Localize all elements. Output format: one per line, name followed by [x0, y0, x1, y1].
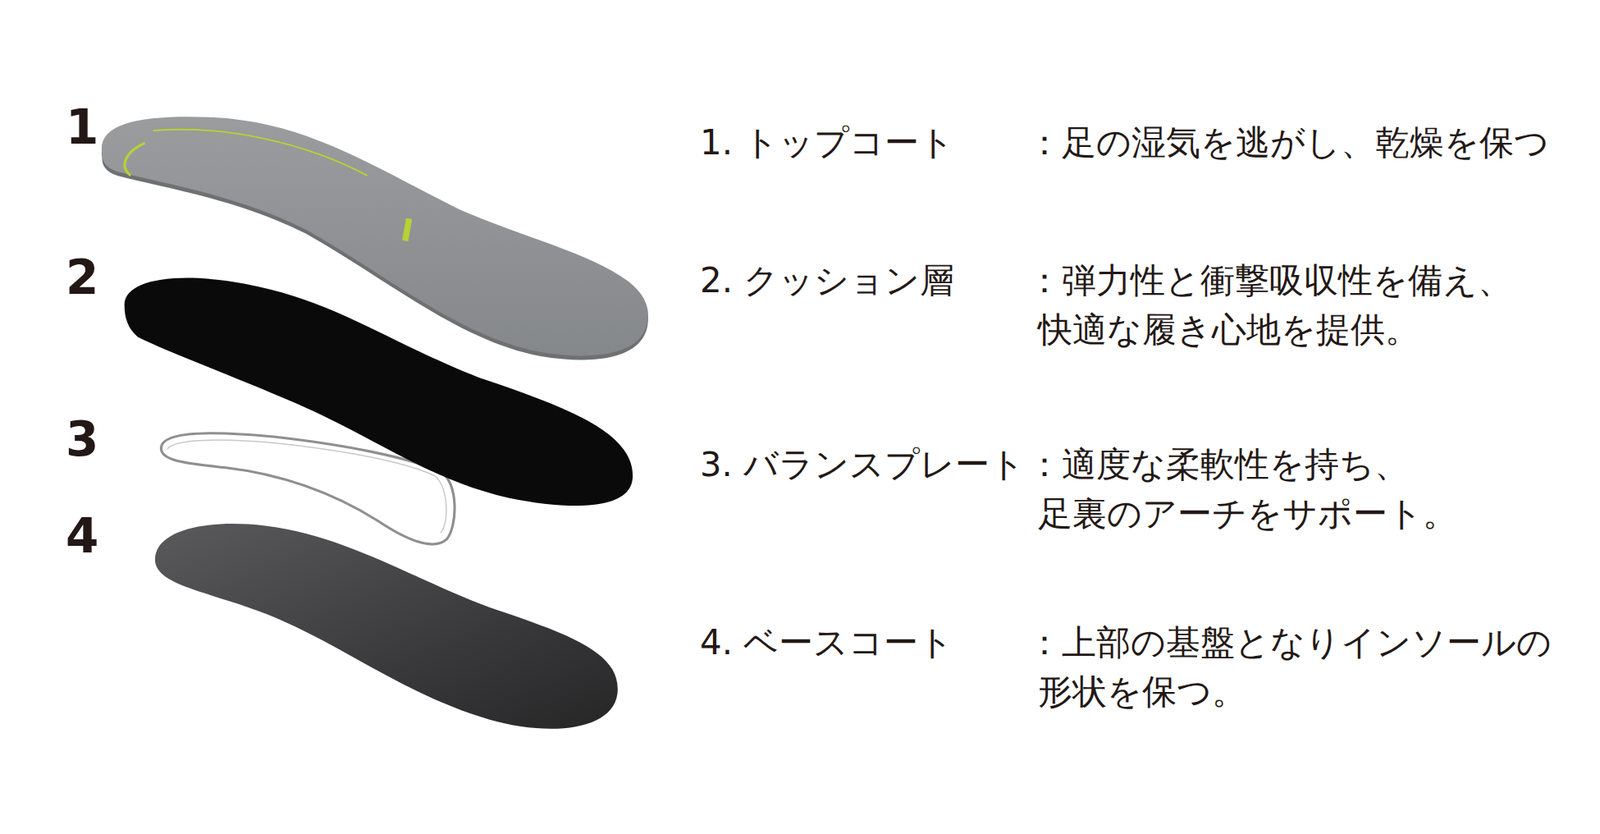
layer-description: ：上部の基盤となりインソールの 形状を保つ。	[1027, 617, 1594, 717]
layer-description: ：適度な柔軟性を持ち、 足裏のアーチをサポート。	[1027, 439, 1594, 539]
callout-number: 2	[65, 253, 99, 302]
layer-name: 1. トップコート	[699, 118, 955, 168]
top-coat-layer	[101, 116, 649, 356]
top-coat-accent	[153, 129, 368, 176]
callout-number: 3	[65, 415, 99, 463]
base-coat-layer	[155, 523, 618, 729]
top-coat-accent	[124, 142, 146, 176]
top-coat-badge	[402, 218, 412, 242]
layer-name: 2. クッション層	[699, 256, 955, 306]
callout-number: 4	[65, 512, 99, 560]
layer-name: 4. ベースコート	[699, 617, 954, 668]
callout-number: 1	[65, 103, 99, 151]
layer-name: 3. バランスプレート	[699, 439, 1025, 490]
layer-description: ：弾力性と衝撃吸収性を備え、 快適な履き心地を提供。	[1027, 256, 1594, 355]
layer-description: ：足の湿気を逃がし、乾燥を保つ	[1027, 118, 1594, 168]
